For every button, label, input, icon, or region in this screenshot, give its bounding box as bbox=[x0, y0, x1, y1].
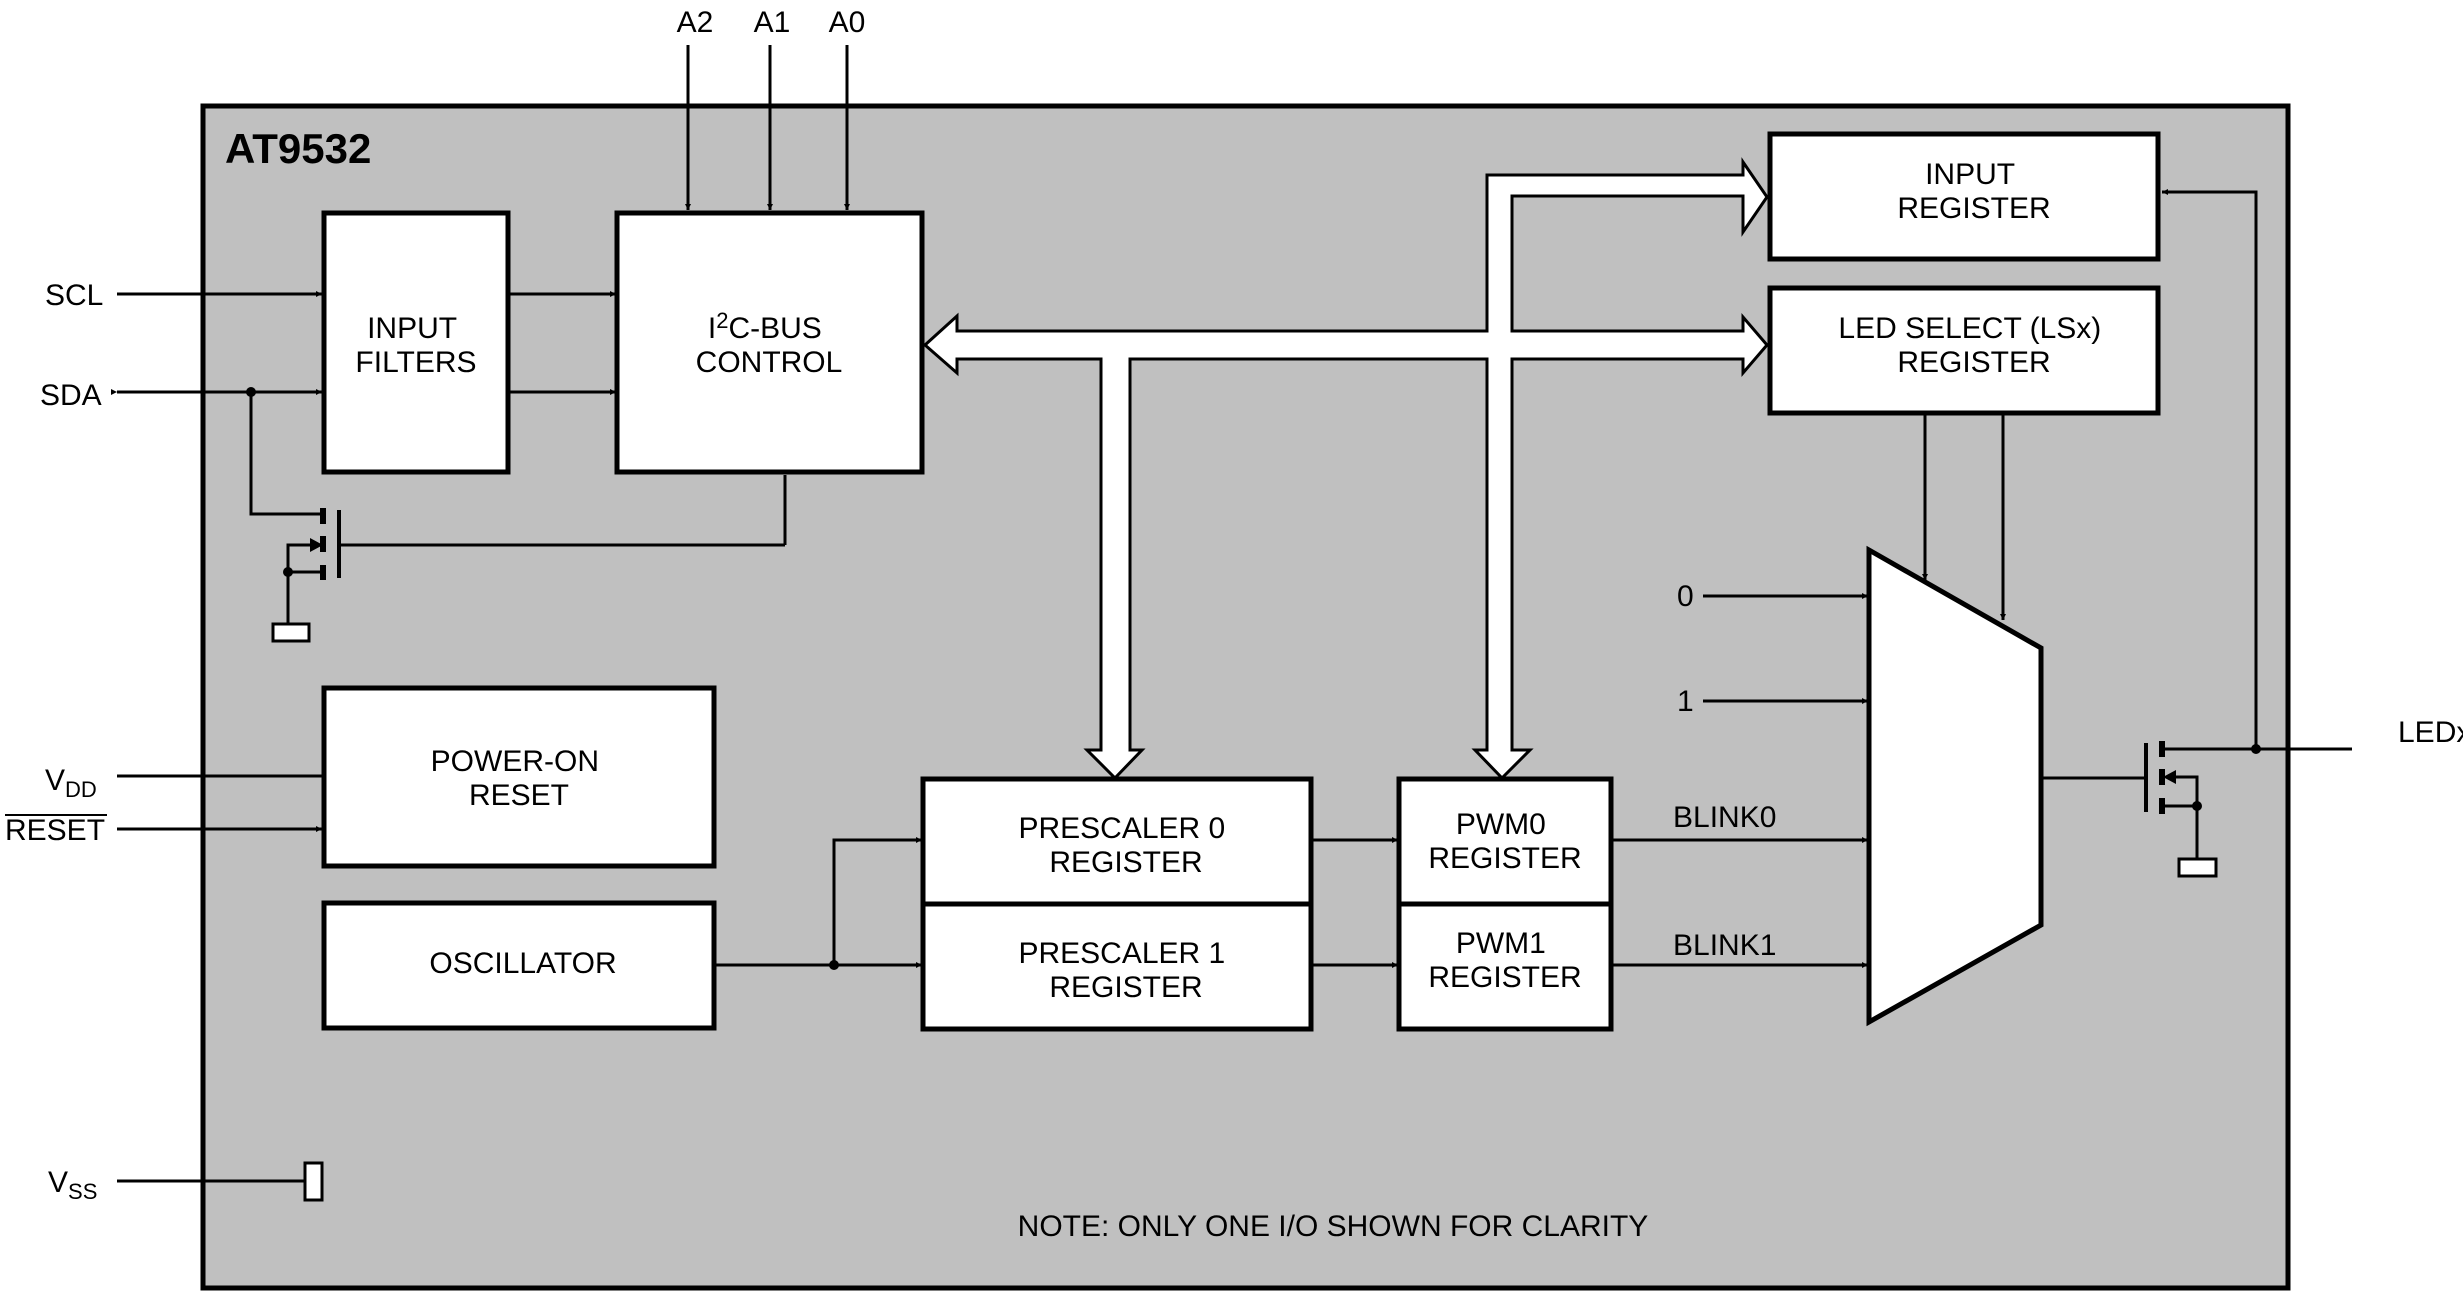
pwm1-register-block bbox=[1396, 901, 1614, 1032]
osc-to-pre0-wire bbox=[832, 837, 922, 965]
pin-vss-label: VSS bbox=[48, 1166, 97, 1204]
input-register-block bbox=[1767, 131, 2161, 262]
clarity-note: NOTE: ONLY ONE I/O SHOWN FOR CLARITY bbox=[1018, 1210, 1649, 1243]
pin-a1-label: A1 bbox=[754, 6, 791, 39]
mux-input-0-label: 0 bbox=[1677, 580, 1694, 613]
pin-ledx-label: LEDx bbox=[2398, 716, 2463, 749]
pin-vss-sub: SS bbox=[68, 1179, 97, 1204]
input-filters-block bbox=[321, 210, 511, 475]
internal-data-bus bbox=[922, 157, 1769, 781]
pin-reset-label: RESET bbox=[5, 814, 105, 847]
pin-scl-label: SCL bbox=[45, 279, 103, 312]
blink0-label: BLINK0 bbox=[1673, 801, 1776, 834]
vss-terminal bbox=[303, 1161, 324, 1202]
i2c-bus-control-label: I2C-BUS CONTROL bbox=[696, 308, 843, 379]
sda-fet-transistor bbox=[271, 508, 785, 643]
pwm1-register-label: PWM1 REGISTER bbox=[1428, 927, 1581, 994]
pin-a0-label: A0 bbox=[829, 6, 866, 39]
address-pins: A2 A1 A0 bbox=[677, 6, 866, 210]
oscillator-block bbox=[321, 900, 717, 1031]
led-select-register-block bbox=[1767, 285, 2161, 416]
ledx-feedback-wire bbox=[2162, 189, 2258, 749]
led-fet-transistor bbox=[2144, 741, 2352, 878]
power-on-reset-label: POWER-ON RESET bbox=[431, 745, 608, 812]
sda-to-fet-wire bbox=[249, 392, 322, 516]
pin-vdd-sub: DD bbox=[65, 777, 97, 802]
mux-input-1-label: 1 bbox=[1677, 685, 1694, 718]
multiplexer bbox=[1866, 545, 2044, 1027]
prescaler0-register-label: PRESCALER 0 REGISTER bbox=[1018, 812, 1233, 879]
pin-sda-label: SDA bbox=[40, 379, 102, 412]
prescaler1-register-label: PRESCALER 1 REGISTER bbox=[1018, 937, 1233, 1004]
pin-vss-main: V bbox=[48, 1166, 68, 1199]
input-filters-label: INPUT FILTERS bbox=[355, 312, 476, 379]
led-select-register-label: LED SELECT (LSx) REGISTER bbox=[1838, 312, 2109, 379]
chip-name: AT9532 bbox=[225, 125, 371, 172]
power-on-reset-block bbox=[321, 685, 717, 869]
input-register-label: INPUT REGISTER bbox=[1897, 158, 2050, 225]
pin-a2-label: A2 bbox=[677, 6, 714, 39]
i2c-bus-control-block bbox=[614, 210, 925, 475]
pin-vdd-label: VDD bbox=[45, 764, 97, 802]
blink1-label: BLINK1 bbox=[1673, 929, 1776, 962]
pwm0-register-label: PWM0 REGISTER bbox=[1428, 808, 1581, 875]
pin-vdd-main: V bbox=[45, 764, 65, 797]
prescaler1-register-block bbox=[920, 901, 1314, 1032]
oscillator-label: OSCILLATOR bbox=[429, 947, 616, 980]
